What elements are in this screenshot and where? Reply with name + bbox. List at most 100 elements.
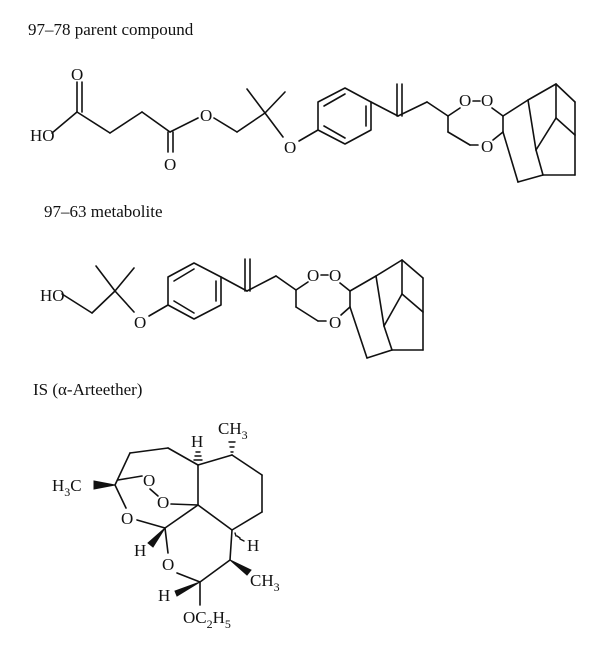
hashed-bond [234, 532, 237, 537]
ether-oxygen-label: O [284, 138, 296, 157]
bond [169, 117, 199, 133]
bond [264, 112, 284, 138]
bond [375, 259, 403, 277]
metabolite-structure: HO O O O O [40, 258, 424, 359]
bond [213, 117, 238, 133]
bond [401, 293, 424, 313]
bond [176, 572, 201, 583]
bond [527, 83, 557, 101]
wedge-bond [147, 527, 166, 548]
peroxide-oxygen-label: O [459, 91, 471, 110]
bond [236, 112, 266, 133]
bond [349, 306, 368, 359]
bond [136, 519, 166, 529]
bond [375, 275, 385, 327]
bond [447, 131, 471, 146]
bond [229, 529, 233, 561]
bond [426, 101, 449, 117]
bond [491, 107, 504, 117]
bond [148, 304, 169, 317]
bond [76, 111, 111, 134]
ester-oxygen-label: O [200, 106, 212, 125]
bond [517, 174, 544, 183]
aromatic-bond [173, 300, 195, 314]
ring-oxygen-label: O [162, 555, 174, 574]
bond [370, 101, 399, 117]
arteether-structure: H3C H CH3 O O O H O H CH3 H OC2H5 [52, 419, 280, 631]
bond [231, 454, 263, 476]
bond [231, 511, 263, 531]
aromatic-bond [173, 268, 195, 282]
bond [197, 504, 233, 531]
bond [61, 293, 93, 314]
bond [401, 259, 424, 279]
methyl-label: CH3 [250, 571, 280, 594]
bond [220, 276, 248, 292]
hydroxyl-label: HO [40, 286, 65, 305]
peroxide-oxygen-label: O [481, 91, 493, 110]
bond [502, 131, 519, 183]
bond [383, 325, 393, 351]
bond [51, 111, 78, 134]
bond [141, 111, 171, 133]
wedge-bond [93, 480, 116, 490]
bond [129, 447, 169, 454]
benzene-ring [167, 262, 222, 320]
peroxide-bond [149, 488, 159, 497]
bond [197, 454, 233, 466]
bond [246, 275, 277, 292]
bond [339, 282, 351, 292]
ethoxy-label: OC2H5 [183, 608, 231, 631]
hydrogen-label: H [191, 432, 203, 451]
bond [114, 484, 127, 509]
bond [95, 265, 116, 292]
ring-oxygen-label: O [481, 137, 493, 156]
bond [397, 101, 428, 117]
hydrogen-label: H [134, 541, 146, 560]
compound-label-internal-standard: IS (α-Arteether) [33, 380, 143, 399]
bond [295, 306, 319, 322]
bond [91, 290, 116, 314]
bond [117, 475, 143, 481]
ether-oxygen-label: O [134, 313, 146, 332]
peroxide-oxygen-label: O [157, 493, 169, 512]
bond [502, 99, 529, 117]
peroxide-oxygen-label: O [143, 471, 155, 490]
bond [298, 129, 319, 142]
parent-compound-structure: HO O O O O O O O [30, 65, 576, 183]
hydrogen-label: H [158, 586, 170, 605]
wedge-bond [229, 559, 252, 576]
bond [340, 306, 351, 316]
hydrogen-label: H [247, 536, 259, 555]
bond [114, 290, 135, 313]
bond [555, 83, 576, 103]
hydroxyl-label: HO [30, 126, 55, 145]
bond [199, 559, 231, 583]
bond [275, 275, 297, 291]
ring-oxygen-label: O [121, 509, 133, 528]
aromatic-bond [323, 93, 346, 107]
carbonyl-oxygen-label: O [71, 65, 83, 84]
bond [535, 149, 544, 176]
bond [170, 503, 199, 506]
bond [164, 527, 169, 554]
aromatic-bond [323, 125, 346, 139]
methyl-label: H3C [52, 476, 82, 499]
methyl-label: CH3 [218, 419, 248, 442]
compound-label-parent: 97–78 parent compound [28, 20, 194, 39]
compound-label-metabolite: 97–63 metabolite [44, 202, 163, 221]
carbonyl-oxygen-label: O [164, 155, 176, 174]
peroxide-oxygen-label: O [307, 266, 319, 285]
bond [366, 349, 393, 359]
bond [527, 99, 537, 151]
bond [535, 117, 557, 151]
bond [349, 275, 377, 292]
bond [109, 111, 143, 134]
bond [295, 281, 309, 291]
peroxide-oxygen-label: O [329, 266, 341, 285]
bond [447, 107, 461, 117]
wedge-bond [174, 581, 201, 597]
bond [555, 117, 576, 136]
bond [383, 293, 403, 327]
benzene-ring [317, 87, 372, 145]
